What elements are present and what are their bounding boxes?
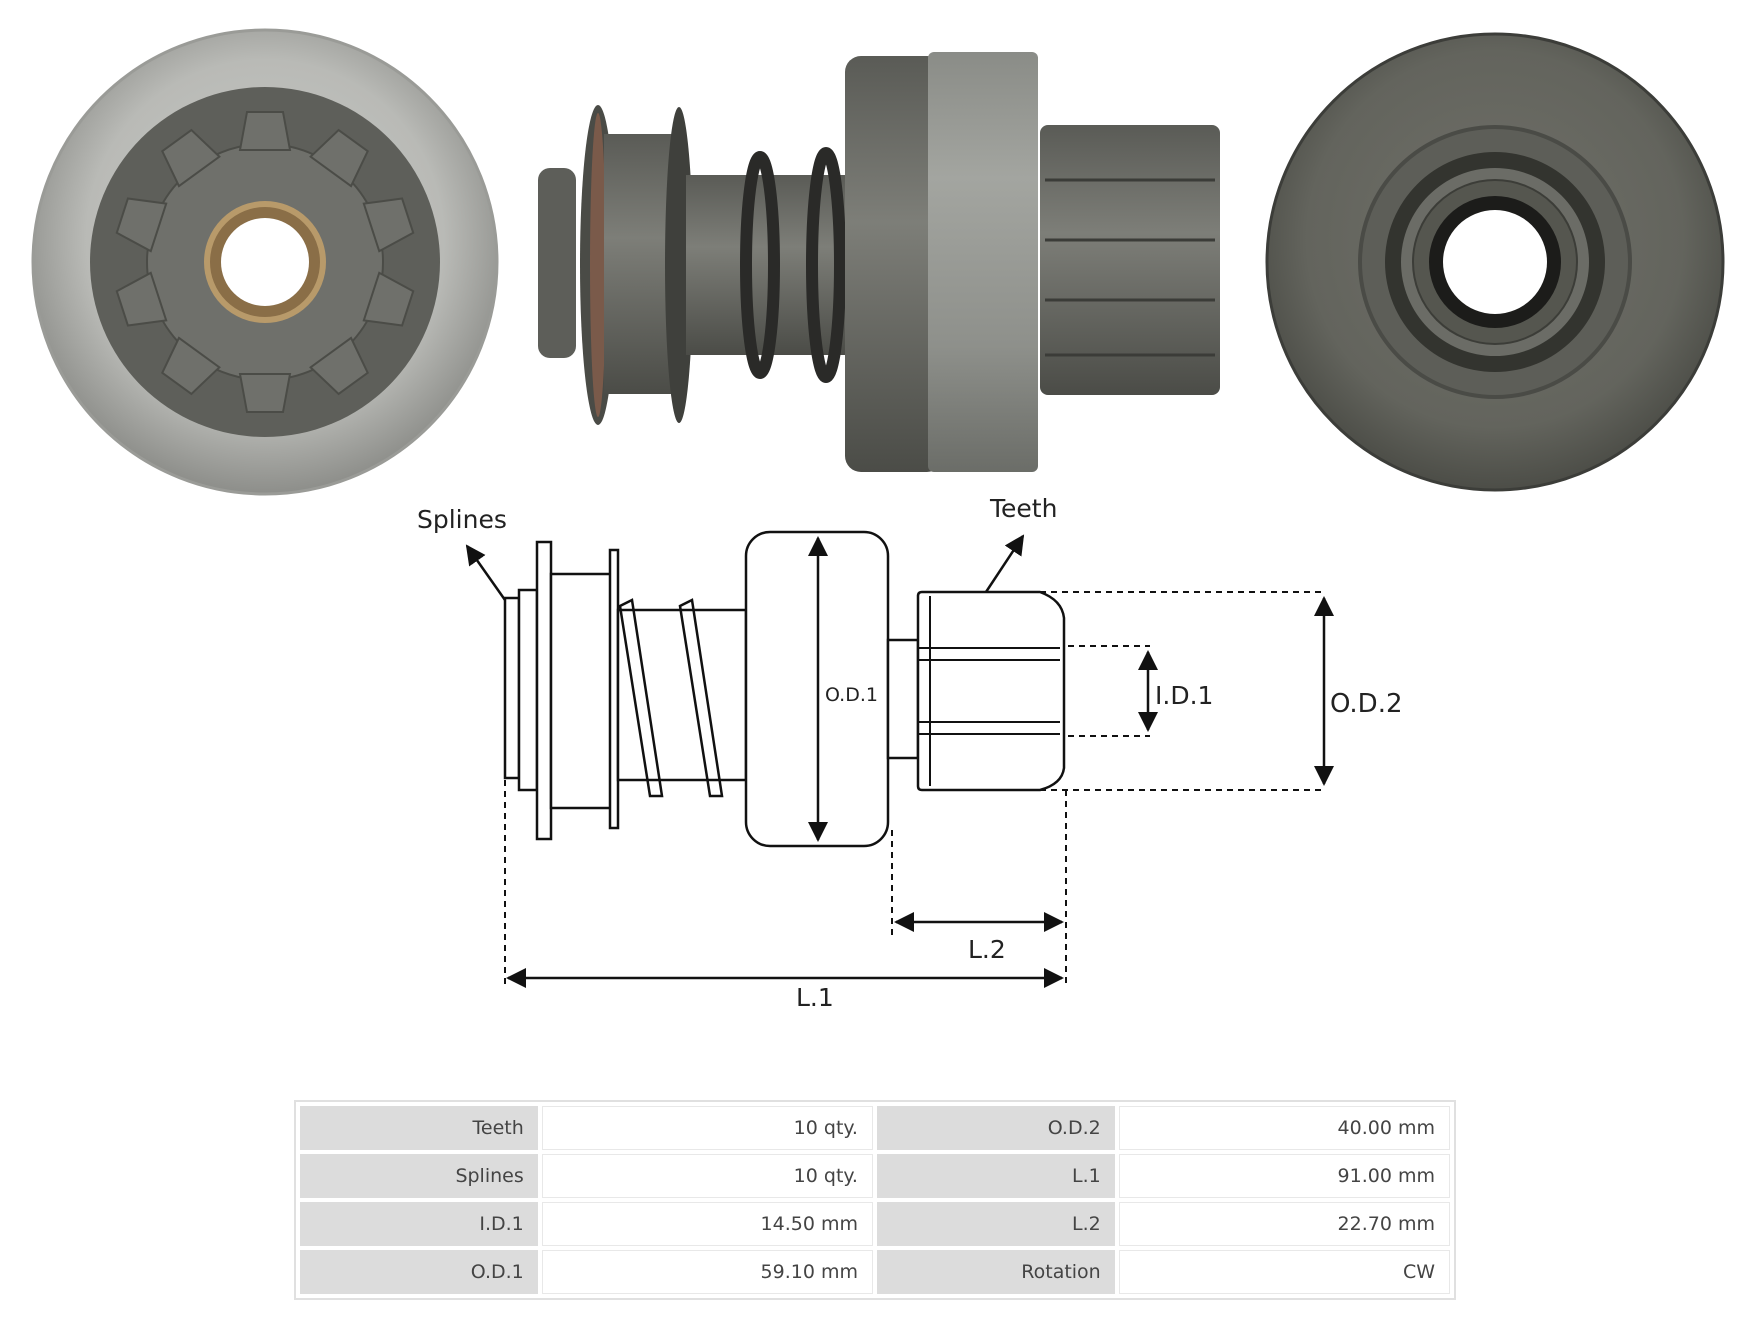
spec-value: 91.00 mm (1118, 1154, 1450, 1198)
spec-value: 22.70 mm (1118, 1202, 1450, 1246)
od1-label: O.D.1 (825, 684, 878, 706)
spec-value: 10 qty. (541, 1106, 873, 1150)
shaft-outline (616, 608, 748, 782)
spec-label: I.D.1 (300, 1202, 538, 1246)
spec-value: 10 qty. (541, 1154, 873, 1198)
spec-label: O.D.1 (300, 1250, 538, 1294)
id1-label: I.D.1 (1155, 681, 1213, 710)
drive-rear-view-photo (1265, 32, 1725, 492)
splines-label: Splines (417, 505, 507, 534)
l1-label: L.1 (796, 983, 834, 1012)
splines-end-outline (503, 596, 521, 780)
spec-value: 14.50 mm (541, 1202, 873, 1246)
spec-label: Rotation (876, 1250, 1115, 1294)
spec-label: Teeth (300, 1106, 538, 1150)
table-row: I.D.1 14.50 mm L.2 22.70 mm (300, 1202, 1450, 1246)
table-row: Teeth 10 qty. O.D.2 40.00 mm (300, 1106, 1450, 1150)
spec-label: O.D.2 (876, 1106, 1115, 1150)
teeth-leader-arrow (984, 534, 1025, 593)
l2-label: L.2 (968, 935, 1006, 964)
teeth-label: Teeth (989, 494, 1057, 523)
od2-label: O.D.2 (1330, 689, 1403, 719)
table-row: O.D.1 59.10 mm Rotation CW (300, 1250, 1450, 1294)
flange-outline (535, 540, 553, 841)
spec-value: 59.10 mm (541, 1250, 873, 1294)
pinion-front-view-photo (31, 28, 499, 496)
splines-leader-arrow (465, 544, 507, 601)
spring-outline (618, 598, 724, 798)
drive-side-view-photo (538, 52, 1220, 472)
product-photos (31, 28, 1725, 496)
spec-label: L.2 (876, 1202, 1115, 1246)
spec-label: Splines (300, 1154, 538, 1198)
spec-label: L.1 (876, 1154, 1115, 1198)
table-row: Splines 10 qty. L.1 91.00 mm (300, 1154, 1450, 1198)
specifications-table: Teeth 10 qty. O.D.2 40.00 mm Splines 10 … (294, 1100, 1456, 1300)
spec-value: 40.00 mm (1118, 1106, 1450, 1150)
spec-value: CW (1118, 1250, 1450, 1294)
pinion-outline (916, 590, 1066, 792)
